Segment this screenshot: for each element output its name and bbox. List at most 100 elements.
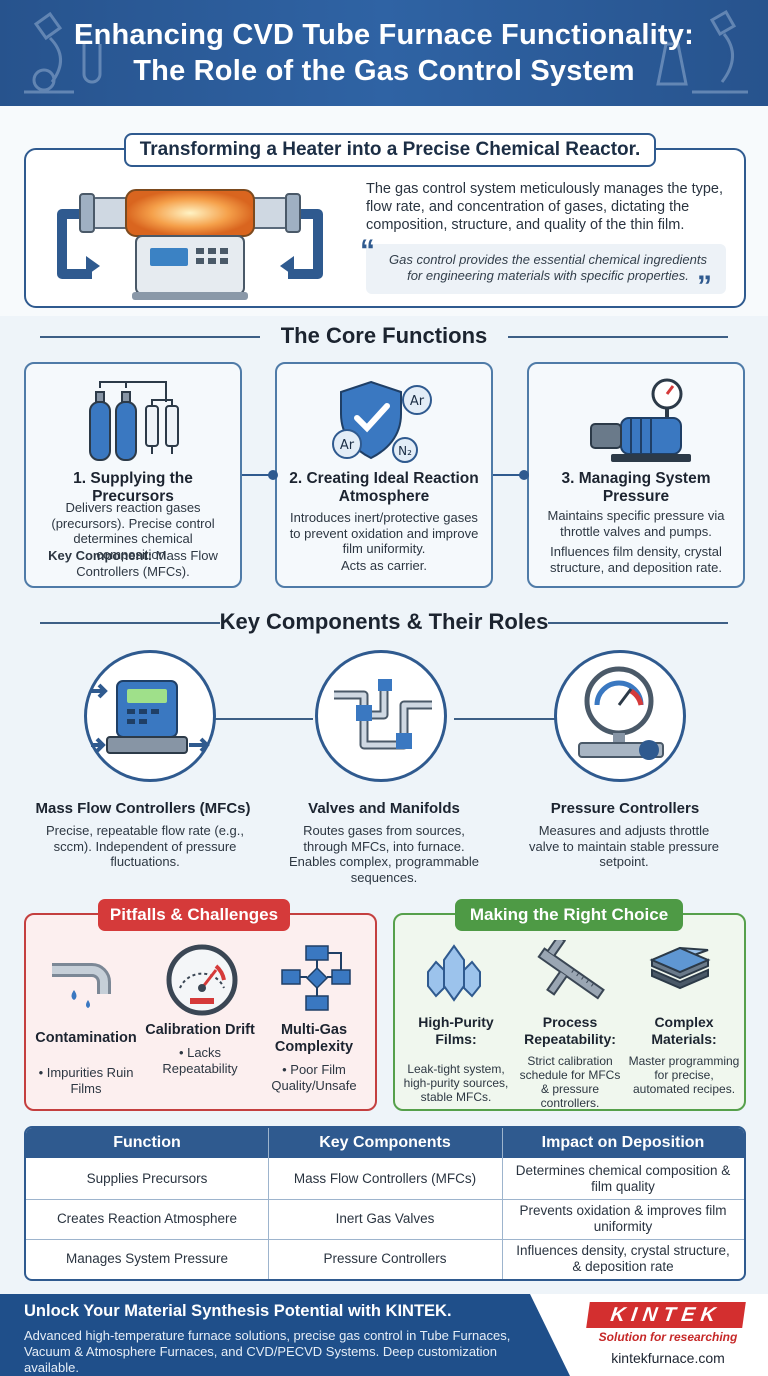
function-card-desc-2: Influences film density, crystal structu… xyxy=(550,544,722,575)
logo-tagline: Solution for researching xyxy=(598,1330,738,1344)
svg-text:Ar: Ar xyxy=(410,394,425,409)
choice-head: Complex Materials: xyxy=(651,1014,717,1047)
pitfall-bullet: • Lacks Repeatability xyxy=(162,1045,238,1076)
function-card-title: 1. Supplying the Precursors xyxy=(73,470,193,505)
pitfalls-title: Pitfalls & Challenges xyxy=(98,899,290,931)
page-title: Enhancing CVD Tube Furnace Functionality… xyxy=(0,0,768,89)
key-components-heading-text: Key Components & Their Roles xyxy=(219,609,549,634)
function-card-desc: Maintains specific pressure via throttle… xyxy=(547,508,725,539)
choice-item: Complex Materials: Master programming fo… xyxy=(628,1014,740,1096)
kintek-logo[interactable]: KINTEK xyxy=(586,1302,746,1328)
table-cell: Creates Reaction Atmosphere xyxy=(56,1211,238,1226)
intro-quote-text: Gas control provides the essential chemi… xyxy=(389,252,707,283)
page-title-line-1: Enhancing CVD Tube Furnace Functionality… xyxy=(74,19,694,51)
connector-line xyxy=(493,474,527,476)
component-title-valves: Valves and Manifolds xyxy=(308,800,460,817)
page-header: Enhancing CVD Tube Furnace Functionality… xyxy=(0,0,768,106)
table-cell: Manages System Pressure xyxy=(65,1251,229,1266)
core-functions-heading-text: The Core Functions xyxy=(280,323,488,348)
function-card-key-component: Key Component: Mass Flow Controllers (MF… xyxy=(36,548,230,579)
mfc-circle xyxy=(84,650,216,782)
pressure-gauge-icon xyxy=(578,666,664,760)
table-header-cell: Function xyxy=(113,1134,181,1151)
component-title-mfc: Mass Flow Controllers (MFCs) xyxy=(35,800,251,817)
svg-text:Ar: Ar xyxy=(340,438,355,453)
pitfall-item: Contamination • Impurities Ruin Films xyxy=(30,1030,142,1096)
table-cell: Supplies Precursors xyxy=(86,1171,208,1186)
table-divider xyxy=(26,1199,744,1200)
intro-quote: “ Gas control provides the essential che… xyxy=(360,236,726,302)
gauge-icon xyxy=(166,944,238,1016)
mass-flow-controller-icon xyxy=(91,680,210,754)
table-header-cell: Impact on Deposition xyxy=(541,1134,705,1151)
intro-section: Transforming a Heater into a Precise Che… xyxy=(0,106,768,316)
function-card-title: 2. Creating Ideal Reaction Atmosphere xyxy=(289,470,479,505)
intro-title: Transforming a Heater into a Precise Che… xyxy=(124,133,656,167)
pitfall-item: Calibration Drift • Lacks Repeatability xyxy=(144,1022,256,1076)
function-card-atmosphere: Ar Ar N₂ 2. Creating Ideal Reaction Atmo… xyxy=(275,362,493,588)
close-quote-icon: ” xyxy=(697,270,712,303)
footer-title: Unlock Your Material Synthesis Potential… xyxy=(24,1302,452,1320)
crystal-icon xyxy=(427,944,481,1002)
choice-item: Process Repeatability: Strict calibratio… xyxy=(514,1014,626,1110)
page-title-line-2: The Role of the Gas Control System xyxy=(133,55,635,87)
component-desc-valves: Routes gases from sources, through MFCs,… xyxy=(288,823,480,885)
table-header xyxy=(26,1128,744,1158)
connector-line xyxy=(215,718,313,720)
microscope-icon xyxy=(656,9,748,94)
svg-text:N₂: N₂ xyxy=(398,444,412,458)
pitfall-head: Multi-Gas Complexity xyxy=(274,1022,354,1055)
connector-line xyxy=(454,718,556,720)
vacuum-pump-icon xyxy=(590,378,691,462)
choice-item: High-Purity Films: Leak-tight system, hi… xyxy=(400,1014,512,1104)
footer: Unlock Your Material Synthesis Potential… xyxy=(0,1294,768,1376)
function-card-desc: Introduces inert/protective gases to pre… xyxy=(289,510,479,556)
function-card-title: 3. Managing System Pressure xyxy=(561,470,711,505)
heading-rule xyxy=(548,622,728,624)
table-cell: Influences density, crystal structure, &… xyxy=(516,1243,730,1274)
function-card-precursors: 1. Supplying the Precursors Delivers rea… xyxy=(24,362,242,588)
table-divider xyxy=(268,1128,269,1279)
caliper-icon xyxy=(537,940,605,1000)
function-card-pressure: 3. Managing System Pressure Maintains sp… xyxy=(527,362,745,588)
table-cell: Prevents oxidation & improves film unifo… xyxy=(519,1203,727,1234)
valve-manifold-icon xyxy=(334,679,432,750)
heading-rule xyxy=(40,336,260,338)
table-divider xyxy=(26,1239,744,1240)
function-card-desc-2: Acts as carrier. xyxy=(341,558,427,573)
pitfall-item: Multi-Gas Complexity • Poor Film Quality… xyxy=(258,1022,370,1093)
summary-table: Function Key Components Impact on Deposi… xyxy=(24,1126,746,1281)
heading-rule xyxy=(40,622,220,624)
choice-head: Process Repeatability: xyxy=(524,1014,616,1047)
heading-rule xyxy=(508,336,728,338)
table-cell: Pressure Controllers xyxy=(323,1251,447,1266)
component-title-pressure: Pressure Controllers xyxy=(550,800,700,817)
table-cell: Mass Flow Controllers (MFCs) xyxy=(293,1171,477,1186)
key-component-value: Mass Flow Controllers (MFCs). xyxy=(76,548,218,579)
choice-head: High-Purity Films: xyxy=(418,1014,494,1047)
pitfall-bullet: • Poor Film Quality/Unsafe xyxy=(271,1062,357,1093)
core-functions-heading: The Core Functions xyxy=(0,322,768,352)
pitfall-head: Calibration Drift xyxy=(145,1022,255,1038)
choice-title: Making the Right Choice xyxy=(455,899,683,931)
connector-dot xyxy=(519,470,529,480)
open-quote-icon: “ xyxy=(360,234,375,267)
connector-dot xyxy=(268,470,278,480)
tube-furnace-icon xyxy=(57,189,323,300)
layers-icon xyxy=(649,946,711,990)
table-cell: Determines chemical composition & film q… xyxy=(515,1163,731,1194)
choice-text: Leak-tight system, high-purity sources, … xyxy=(403,1062,509,1104)
table-header-cell: Key Components xyxy=(319,1134,451,1151)
function-card-desc: Delivers reaction gases (precursors). Pr… xyxy=(51,500,215,562)
footer-banner xyxy=(0,1294,570,1376)
component-desc-pressure: Measures and adjusts throttle valve to m… xyxy=(528,823,720,869)
gas-cylinders-icon xyxy=(89,381,179,461)
microscope-icon xyxy=(24,11,102,94)
key-component-label: Key Component: xyxy=(48,548,153,563)
valves-circle xyxy=(315,650,447,782)
choice-text: Strict calibration schedule for MFCs & p… xyxy=(519,1054,621,1110)
pitfall-bullet: • Impurities Ruin Films xyxy=(38,1065,134,1096)
table-cell: Inert Gas Valves xyxy=(335,1211,435,1226)
component-desc-mfc: Precise, repeatable flow rate (e.g., scc… xyxy=(46,823,244,869)
website-link[interactable]: kintekfurnace.com xyxy=(611,1350,725,1366)
